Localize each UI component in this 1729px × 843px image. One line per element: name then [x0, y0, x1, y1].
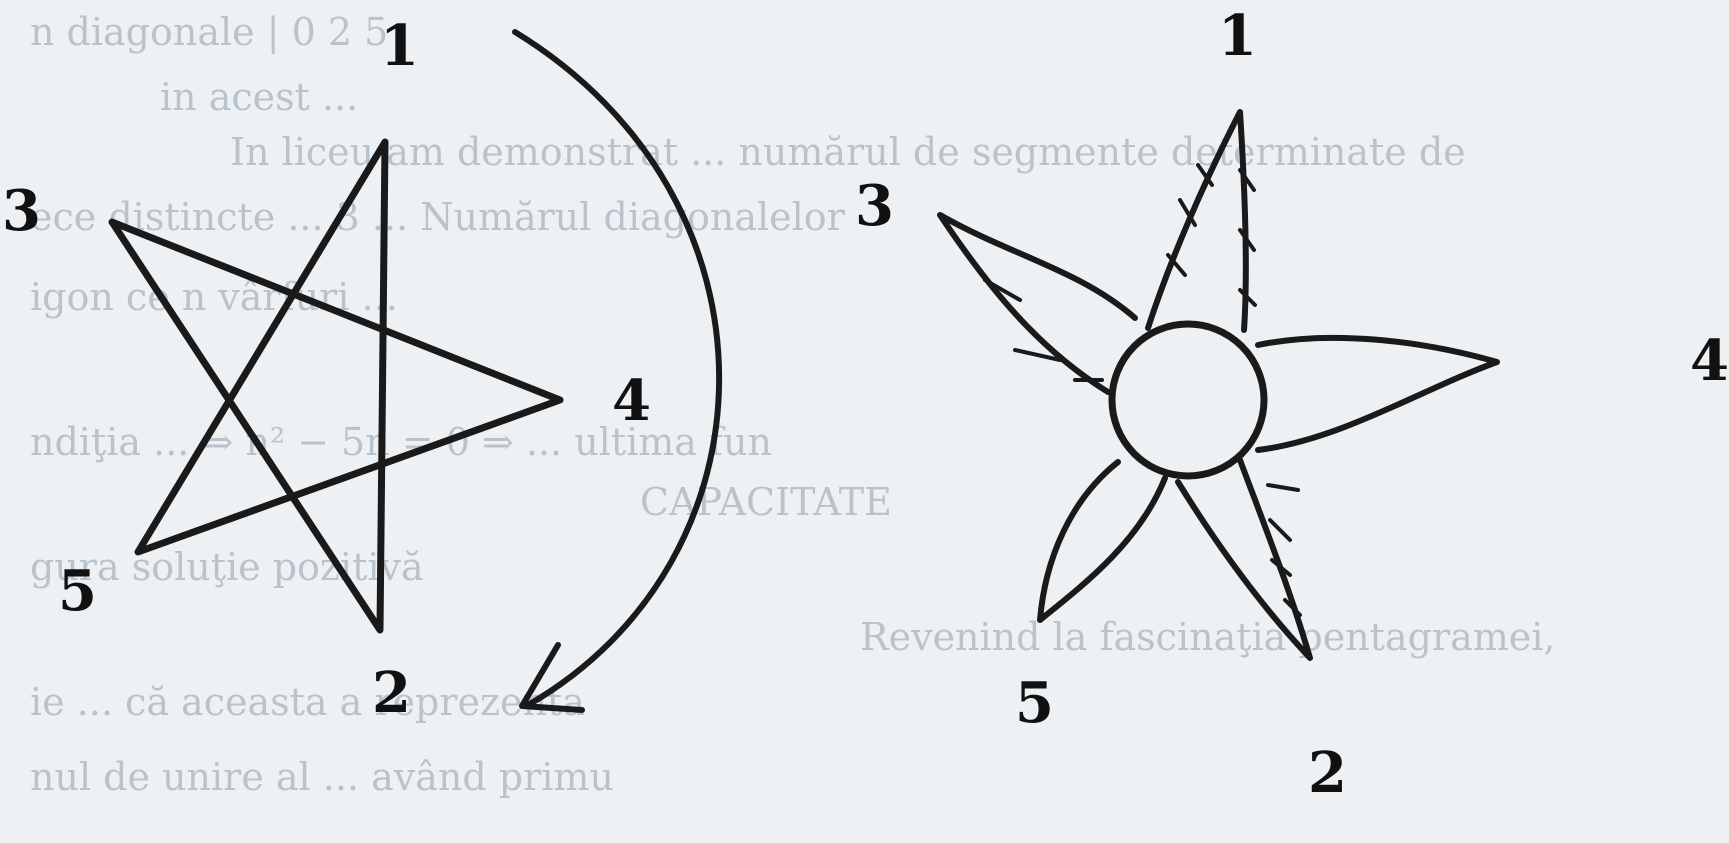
petal-3-hatching — [983, 278, 1104, 382]
left-label-1: 1 — [380, 13, 419, 79]
right-label-5: 5 — [1015, 670, 1054, 736]
bg-line-3: In liceu am demonstrat ... numărul de se… — [230, 130, 1466, 174]
petal-3 — [937, 212, 1138, 395]
right-label-1: 1 — [1218, 3, 1257, 69]
left-label-5: 5 — [58, 558, 97, 624]
right-label-4: 4 — [1690, 328, 1729, 394]
left-label-3: 3 — [2, 178, 41, 244]
bg-line-10: ie ... că aceasta a reprezenta — [30, 680, 585, 724]
petal-2 — [1175, 457, 1313, 661]
bg-line-7: CAPACITATE — [640, 480, 892, 524]
right-star: 1 2 3 4 5 — [855, 3, 1729, 806]
bg-line-4: ece distincte ... 3 ... Numărul diagonal… — [30, 195, 846, 239]
left-label-2: 2 — [372, 660, 411, 726]
petal-4 — [1255, 334, 1500, 453]
background-text: n diagonale | 0 2 5 in acest ... In lice… — [30, 10, 1556, 799]
center-circle — [1108, 320, 1268, 480]
right-label-3: 3 — [855, 173, 894, 239]
left-pentagram: 1 2 3 4 5 — [2, 13, 651, 726]
petal-1 — [1145, 109, 1249, 333]
bg-line-8: gura soluţie pozitivă — [30, 545, 424, 589]
petal-1-hatching — [1166, 163, 1257, 307]
arrowhead-icon — [519, 642, 585, 713]
petal-5 — [1037, 459, 1168, 623]
right-label-2: 2 — [1308, 740, 1347, 806]
bg-line-9: Revenind la fascinaţia pentagramei, — [860, 615, 1556, 659]
bg-line-1: n diagonale | 0 2 5 — [30, 10, 388, 54]
left-label-4: 4 — [612, 368, 651, 434]
arc-arrow-shaft — [512, 29, 723, 708]
pentagram-lines — [108, 138, 564, 634]
bg-line-11: nul de unire al ... având primu — [30, 755, 614, 799]
bg-line-2: in acest ... — [160, 75, 358, 119]
transform-arrow — [512, 29, 723, 713]
petal-2-hatching — [1266, 483, 1302, 617]
